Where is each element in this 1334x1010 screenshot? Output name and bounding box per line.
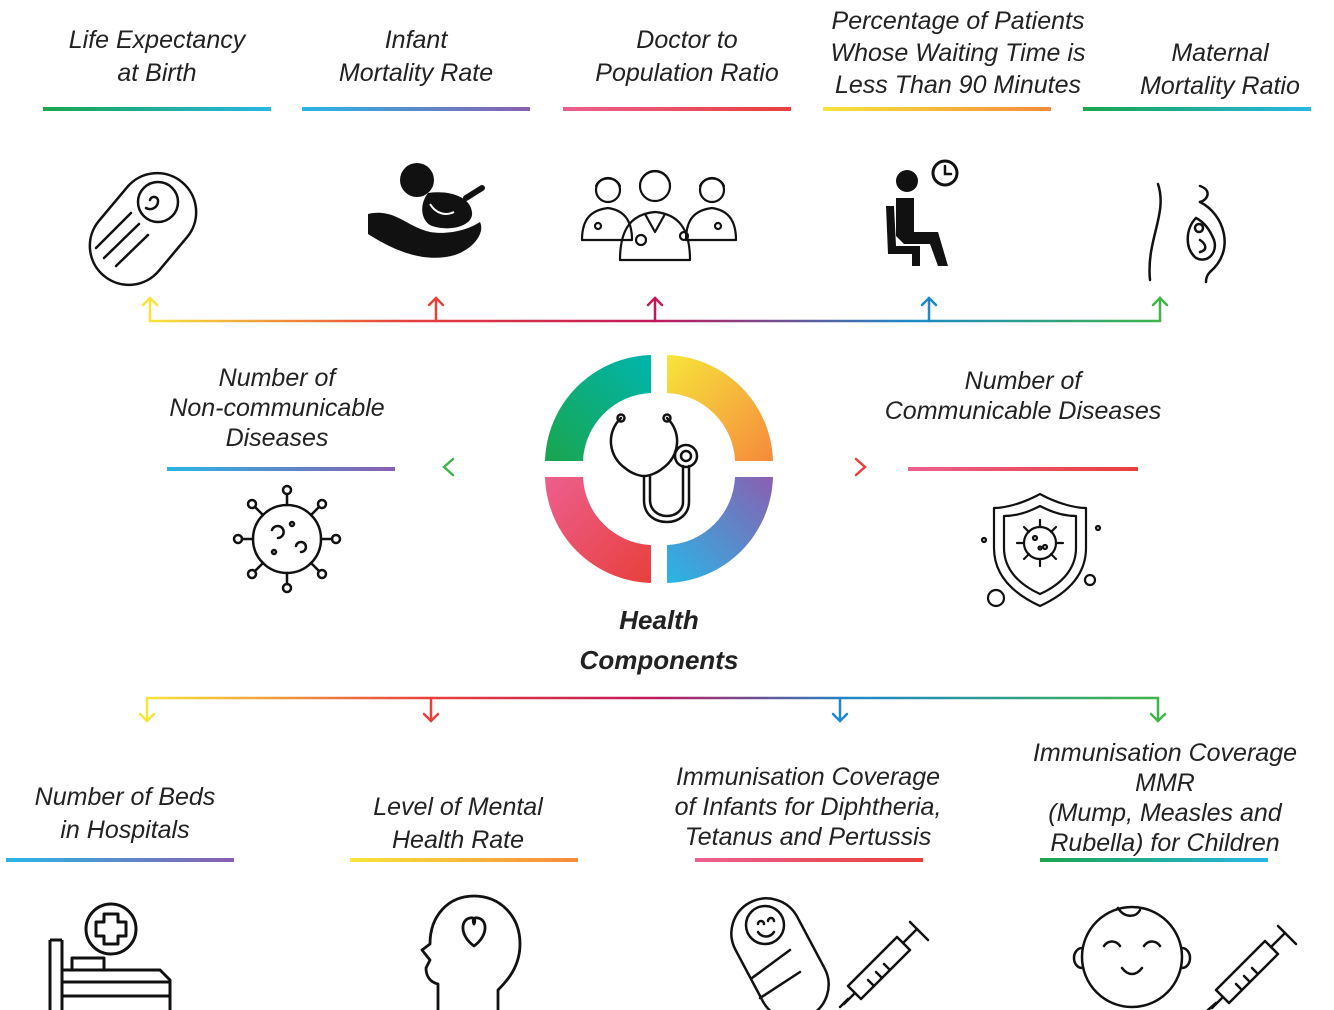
- label-line: Mortality Ratio: [1140, 72, 1300, 100]
- syringe-icon: [1206, 924, 1298, 1010]
- underline-beds: [6, 858, 234, 862]
- underline-maternal-mortality: [1083, 107, 1311, 111]
- virus-shield-icon: [980, 492, 1102, 608]
- hospital-bed-icon: [48, 902, 172, 1010]
- center-title-line: Health: [619, 605, 699, 635]
- top-connector: [141, 296, 1169, 323]
- center-ring: [545, 355, 773, 583]
- label-life-expectancy: Life Expectancy at Birth: [32, 24, 282, 90]
- label-maternal-mortality: Maternal Mortality Ratio: [1120, 37, 1320, 103]
- arrow-up-icon: [427, 296, 445, 323]
- doctors-group-icon: [580, 169, 738, 262]
- ring-segment-orange: [667, 355, 773, 461]
- arrow-up-icon: [141, 296, 159, 323]
- arrow-left-icon: [442, 457, 535, 477]
- syringe-icon: [838, 920, 930, 1009]
- ring-segment-green: [545, 355, 651, 461]
- bottom-connector: [138, 696, 1167, 723]
- underline-communicable: [908, 467, 1138, 471]
- label-communicable: Number of Communicable Diseases: [855, 366, 1191, 426]
- head-heart-icon: [420, 894, 522, 1010]
- label-line: Rubella) for Children: [1050, 829, 1280, 857]
- underline-life-expectancy: [43, 107, 271, 111]
- arrow-down-icon: [831, 696, 849, 723]
- label-mmr: Immunisation Coverage MMR (Mump, Measles…: [1004, 738, 1326, 858]
- arrow-up-icon: [1151, 296, 1169, 323]
- label-line: Non-communicable: [169, 394, 385, 422]
- underline-mmr: [1040, 858, 1268, 862]
- center-title-line: Components: [579, 645, 739, 675]
- infant-in-hand-icon: [368, 163, 485, 258]
- underline-mental-health: [350, 858, 578, 862]
- label-line: Communicable Diseases: [884, 397, 1162, 425]
- label-line: Infant: [384, 26, 448, 54]
- baby-syringe-icon: [730, 897, 930, 1010]
- stethoscope-icon: [609, 413, 699, 524]
- label-line: Immunisation Coverage: [675, 763, 940, 791]
- center-title: Health Components: [559, 600, 759, 680]
- label-line: Diseases: [225, 424, 329, 452]
- label-line: Doctor to: [636, 26, 738, 54]
- arrow-up-icon: [920, 296, 938, 323]
- label-line: Less Than 90 Minutes: [835, 71, 1081, 99]
- arrow-up-icon: [646, 296, 664, 323]
- ring-segment-red: [545, 477, 651, 583]
- pregnant-woman-icon: [1148, 182, 1226, 284]
- label-line: of Infants for Diphtheria,: [674, 793, 942, 821]
- label-line: Immunisation Coverage: [1032, 739, 1297, 767]
- arrow-down-icon: [422, 696, 440, 723]
- label-non-communicable: Number of Non-communicable Diseases: [146, 363, 408, 453]
- side-arrows: [442, 457, 867, 477]
- underline-non-communicable: [167, 467, 395, 471]
- label-underlines: [6, 107, 1311, 862]
- label-doctor-ratio: Doctor to Population Ratio: [567, 24, 807, 90]
- label-line: Number of: [964, 367, 1082, 395]
- label-infant-mortality: Infant Mortality Rate: [291, 24, 541, 90]
- label-line: in Hospitals: [60, 816, 190, 844]
- child-face-syringe-icon: [1072, 905, 1298, 1010]
- underline-infant-mortality: [302, 107, 530, 111]
- label-line: Whose Waiting Time is: [830, 39, 1086, 67]
- label-line: MMR: [1135, 769, 1195, 797]
- label-line: (Mump, Measles and: [1048, 799, 1282, 827]
- label-line: Tetanus and Pertussis: [684, 823, 932, 851]
- label-line: Health Rate: [391, 826, 525, 854]
- ring-segment-purple: [667, 477, 773, 583]
- label-line: Number of: [218, 364, 336, 392]
- underline-dtp: [695, 858, 923, 862]
- label-line: Life Expectancy: [68, 26, 246, 54]
- label-line: at Birth: [117, 59, 197, 87]
- waiting-patient-clock-icon: [886, 159, 959, 266]
- arrow-down-icon: [1149, 696, 1167, 723]
- label-line: Mortality Rate: [338, 59, 494, 87]
- label-beds: Number of Beds in Hospitals: [6, 781, 244, 847]
- label-mental-health: Level of Mental Health Rate: [338, 791, 578, 857]
- label-waiting-time: Percentage of Patients Whose Waiting Tim…: [808, 5, 1108, 101]
- arrow-down-icon: [138, 696, 156, 723]
- label-dtp: Immunisation Coverage of Infants for Dip…: [643, 762, 973, 852]
- swaddled-baby-icon: [88, 171, 198, 287]
- label-line: Maternal: [1171, 39, 1269, 67]
- virus-icon: [232, 484, 342, 594]
- underline-waiting-time: [823, 107, 1051, 111]
- label-line: Population Ratio: [595, 59, 779, 87]
- label-line: Number of Beds: [34, 783, 216, 811]
- label-line: Percentage of Patients: [831, 7, 1085, 35]
- arrow-right-icon: [776, 457, 867, 477]
- label-line: Level of Mental: [373, 793, 543, 821]
- underline-doctor-ratio: [563, 107, 791, 111]
